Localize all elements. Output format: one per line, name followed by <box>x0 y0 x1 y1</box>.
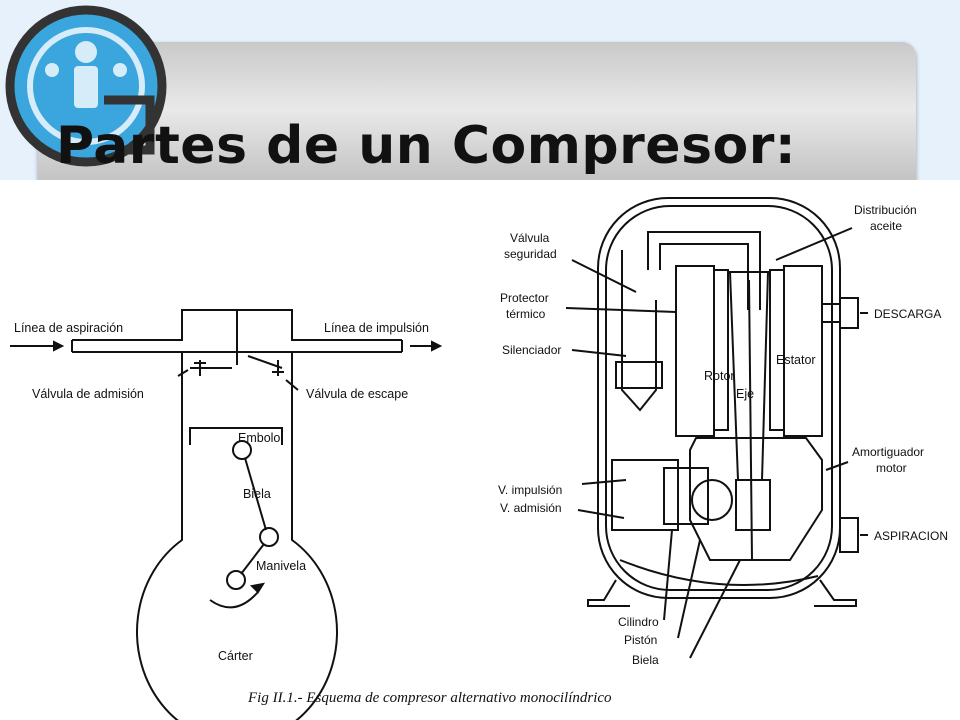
label-valvula-admision: Válvula de admisión <box>32 387 144 401</box>
label-valvula-escape: Válvula de escape <box>306 387 408 401</box>
institution-logo-icon <box>5 5 167 167</box>
caption-fig: Fig II.1. <box>247 690 298 706</box>
label-aspiracion: ASPIRACION <box>874 529 948 543</box>
label-carter: Cárter <box>218 649 253 663</box>
right-diagram <box>565 197 868 659</box>
label-distribucion-1: Distribución <box>854 203 917 217</box>
label-protector-1: Protector <box>500 291 549 305</box>
title-band <box>38 42 916 192</box>
label-amortiguador-2: motor <box>876 461 907 475</box>
compressor-figure: Línea de aspiración Línea de impulsión V… <box>10 197 948 720</box>
label-amortiguador-1: Amortiguador <box>852 445 924 459</box>
label-linea-impulsion: Línea de impulsión <box>324 321 429 335</box>
slide-title: Partes de un Compresor: <box>56 116 797 176</box>
left-labels: Línea de aspiración Línea de impulsión V… <box>14 321 429 663</box>
left-diagram <box>10 309 443 720</box>
label-biela-right: Biela <box>632 653 659 667</box>
label-valvula-seguridad-1: Válvula <box>510 231 550 245</box>
label-descarga: DESCARGA <box>874 307 941 321</box>
label-manivela: Manivela <box>256 559 306 573</box>
label-distribucion-2: aceite <box>870 219 902 233</box>
label-v-admision: V. admisión <box>500 501 562 515</box>
label-piston: Pistón <box>624 633 657 647</box>
label-biela-left: Biela <box>243 487 271 501</box>
label-v-impulsion: V. impulsión <box>498 483 562 497</box>
label-linea-aspiracion: Línea de aspiración <box>14 321 123 335</box>
label-estator: Estator <box>776 353 816 367</box>
label-silenciador: Silenciador <box>502 343 561 357</box>
label-embolo: Embolo <box>238 431 280 445</box>
right-labels: Válvula seguridad Protector térmico Sile… <box>498 203 948 667</box>
label-protector-2: térmico <box>506 307 546 321</box>
label-valvula-seguridad-2: seguridad <box>504 247 557 261</box>
label-eje: Eje <box>736 387 754 401</box>
figure-area <box>0 180 960 720</box>
figure-caption: Fig II.1.- Esquema de compresor alternat… <box>247 690 612 706</box>
label-cilindro: Cilindro <box>618 615 659 629</box>
caption-text: - Esquema de compresor alternativo monoc… <box>298 690 612 706</box>
label-rotor: Rotor <box>704 369 735 383</box>
